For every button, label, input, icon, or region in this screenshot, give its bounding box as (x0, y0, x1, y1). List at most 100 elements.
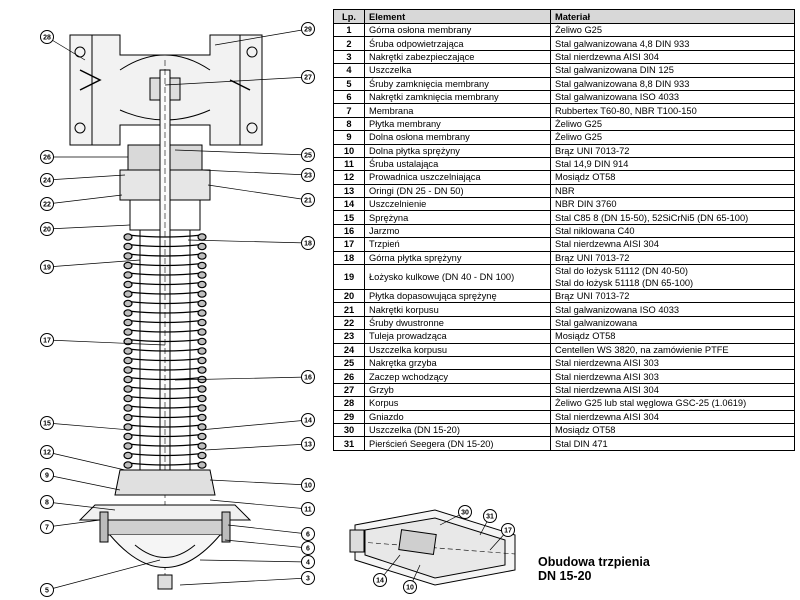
callout-circle (301, 22, 315, 36)
callout-label: 10 (304, 483, 312, 490)
spring-wire-section (197, 451, 207, 460)
header-material: Materiał (550, 9, 795, 24)
leader-line (174, 149, 309, 156)
material-line: Żeliwo G25 lub stal węglowa GSC-25 (1.06… (555, 398, 747, 409)
cell-lp: 18 (333, 250, 365, 266)
spring-wire-section (197, 442, 207, 450)
cell-element: Prowadnica uszczelniająca (364, 170, 551, 185)
callout-circle (301, 527, 315, 541)
cell-material: Brąz UNI 7013-72 (550, 289, 795, 304)
material-line: Stal niklowana C40 (555, 226, 635, 237)
spring-wire-section (123, 242, 133, 251)
cell-element: Jarzmo (364, 223, 551, 239)
callout-6: 6 (224, 539, 315, 555)
callout-circle (40, 222, 54, 236)
callout-10: 10 (403, 564, 421, 594)
spring-coil (127, 414, 203, 419)
callout-circle (40, 583, 54, 597)
cell-material: Stal galwanizowana DIN 125 (550, 63, 795, 78)
callout-label: 20 (43, 227, 51, 234)
cell-element: Zaczep wchodzący (364, 369, 551, 384)
callout-27: 27 (164, 70, 315, 86)
callout-10: 10 (209, 478, 315, 492)
spring-coil (127, 319, 203, 324)
spring-wire-section (123, 271, 133, 279)
material-line: Brąz UNI 7013-72 (555, 291, 630, 302)
callout-13: 13 (204, 437, 315, 451)
callout-label: 25 (304, 153, 312, 160)
callout-label: 17 (504, 528, 512, 535)
cell-element: Uszczelka (364, 63, 551, 78)
cell-material: Żeliwo G25 lub stal węglowa GSC-25 (1.06… (550, 396, 795, 411)
cell-material: Brąz UNI 7013-72 (550, 250, 795, 266)
spring-coil (127, 376, 203, 381)
callout-label: 4 (306, 560, 310, 567)
spring-coil (127, 348, 203, 352)
cell-lp: 5 (333, 76, 365, 91)
cell-element: Nakrętka grzyba (364, 355, 551, 371)
spring-coil (127, 291, 203, 295)
header-lp: Lp. (333, 9, 365, 24)
leader-line (214, 28, 309, 46)
callout-label: 27 (304, 75, 312, 82)
callout-22: 22 (40, 194, 123, 211)
leader-line (46, 36, 86, 61)
cell-material: NBR DIN 3760 (550, 197, 795, 212)
inset-caption-line2: DN 15-20 (538, 569, 592, 583)
cell-lp: 6 (333, 89, 365, 105)
callout-label: 3 (306, 576, 310, 583)
callout-label: 12 (43, 450, 51, 457)
callout-circle (301, 148, 315, 162)
callout-circle (501, 523, 515, 537)
cell-lp: 26 (333, 369, 365, 384)
callout-circle (301, 478, 315, 492)
callout-6: 6 (227, 524, 315, 541)
callout-circle (301, 555, 315, 569)
cell-element: Dolna płytka sprężyny (364, 143, 551, 158)
material-line: Centellen WS 3820, na zamówienie PTFE (555, 344, 729, 355)
callout-label: 30 (461, 510, 469, 517)
callout-circle (301, 236, 315, 250)
spring-wire-section (123, 442, 133, 450)
material-line: Stal nierdzewna AISI 303 (555, 371, 659, 382)
cell-material: Stal DIN 471 (550, 436, 795, 451)
spring-wire-section (123, 375, 133, 384)
spring-wire-section (123, 347, 133, 355)
material-line: Stal do łożysk 51118 (DN 65-100) (555, 278, 694, 289)
cell-element: Korpus (364, 396, 551, 411)
cell-lp: 27 (333, 382, 365, 398)
spring-wire-section (197, 261, 207, 270)
callout-circle (301, 70, 315, 84)
spring-wire-section (197, 347, 207, 355)
spring-coil (127, 338, 203, 343)
cell-element: Płytka dopasowująca sprężynę (364, 289, 551, 304)
cell-element: Dolna osłona membrany (364, 130, 551, 145)
callout-circle (40, 30, 54, 44)
spring-coil (127, 234, 203, 238)
table-header-row: Lp. Element Materiał (333, 9, 795, 24)
spring-coil (127, 253, 203, 257)
callout-circle (40, 495, 54, 509)
leader-line (46, 501, 116, 511)
callout-circle (40, 468, 54, 482)
material-line: Stal nierdzewna AISI 303 (555, 358, 659, 369)
spring-coil (127, 300, 203, 305)
callout-label: 16 (304, 375, 312, 382)
cell-element: Nakrętki korpusu (364, 302, 551, 317)
spring-wire-section (197, 432, 207, 441)
cell-element: Śruba odpowietrzająca (364, 36, 551, 51)
callout-15: 15 (40, 416, 131, 431)
material-line: Stal nierdzewna AISI 304 (555, 51, 659, 62)
callout-circle (301, 370, 315, 384)
callout-label: 31 (486, 514, 494, 521)
